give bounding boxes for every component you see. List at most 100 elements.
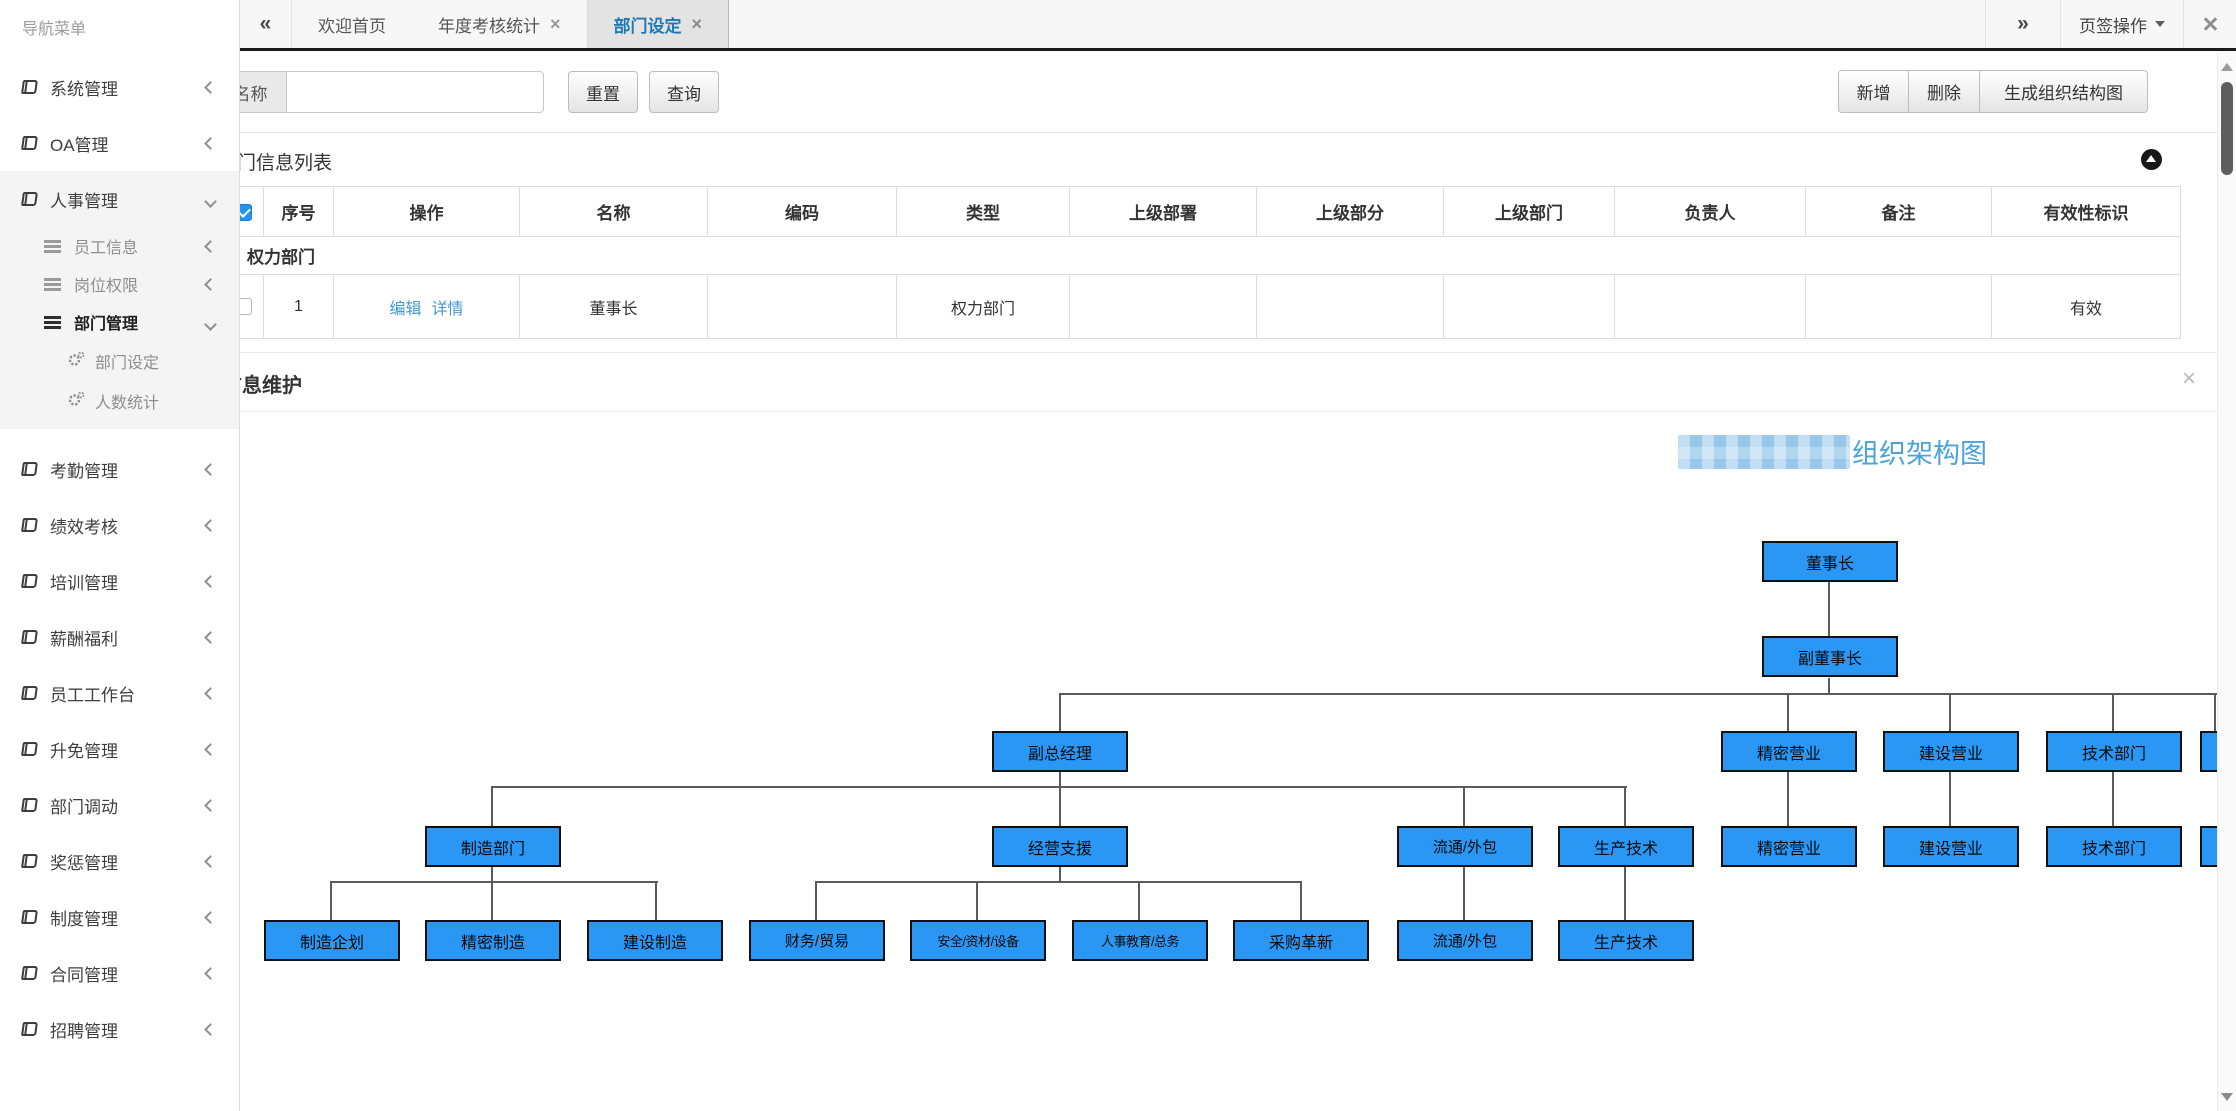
sidebar-item-label: 部门调动	[50, 797, 118, 817]
sidebar-item[interactable]: 考勤管理	[0, 441, 239, 497]
sidebar-item[interactable]: 人数统计	[0, 381, 239, 421]
org-node[interactable]: 生产技术	[1558, 920, 1694, 961]
org-connector-line	[491, 867, 493, 882]
menu-lines-icon	[44, 315, 61, 319]
sidebar-item-label: 招聘管理	[50, 1021, 118, 1041]
tab-item[interactable]: 年度考核统计×	[412, 0, 587, 48]
vertical-scrollbar[interactable]	[2217, 51, 2236, 1111]
sidebar-item-label: 培训管理	[50, 573, 118, 593]
sidebar-item-label: 人事管理	[50, 191, 118, 211]
org-node[interactable]: 技术部门	[2046, 826, 2182, 867]
tab-ops-dropdown[interactable]: 页签操作	[2061, 0, 2183, 48]
scroll-down-arrow-icon[interactable]	[2221, 1093, 2233, 1101]
org-node[interactable]: 精密制造	[425, 920, 561, 961]
sidebar-item[interactable]: 招聘管理	[0, 1001, 239, 1057]
sidebar-item[interactable]: 培训管理	[0, 553, 239, 609]
org-node[interactable]: 建设营业	[1883, 826, 2019, 867]
table-action-buttons: 新增 删除 生成组织结构图	[1838, 70, 2148, 113]
edit-link[interactable]: 编辑	[389, 300, 422, 318]
sidebar-item[interactable]: 制度管理	[0, 889, 239, 945]
org-node[interactable]: 副董事长	[1762, 636, 1898, 677]
sidebar-item[interactable]: 员工信息	[0, 227, 239, 265]
tabs-scroll-right-button[interactable]: »	[2017, 12, 2029, 35]
gears-icon	[68, 351, 85, 372]
chevron-left-icon	[204, 574, 217, 588]
sidebar-expanded-group: 人事管理员工信息岗位权限部门管理部门设定人数统计	[0, 171, 239, 429]
org-node[interactable]: 建设制造	[587, 920, 723, 961]
book-icon	[21, 742, 38, 756]
generate-org-chart-button[interactable]: 生成组织结构图	[1980, 70, 2148, 113]
tab-active[interactable]: 部门设定×	[586, 0, 730, 48]
tab-item[interactable]: 欢迎首页	[292, 0, 412, 48]
org-node[interactable]: 安全/资材/设备	[910, 920, 1046, 961]
cell-seq: 1	[263, 274, 334, 339]
sidebar-item-label: 制度管理	[50, 909, 118, 929]
org-node[interactable]: 技术部门	[2046, 731, 2182, 772]
gears-icon	[68, 391, 85, 412]
org-node[interactable]: 董事长	[1762, 541, 1898, 582]
chevron-left-icon	[204, 518, 217, 532]
org-connector-line	[815, 881, 817, 920]
sidebar-item[interactable]: 岗位权限	[0, 265, 239, 303]
org-node[interactable]: 流通/外包	[1397, 920, 1533, 961]
org-node[interactable]: 副总经理	[992, 731, 1128, 772]
sidebar-item-label: 部门设定	[95, 355, 160, 372]
delete-button[interactable]: 删除	[1909, 70, 1980, 113]
sidebar-item-label: 系统管理	[50, 79, 118, 99]
collapse-panel-button[interactable]	[2141, 149, 2162, 170]
org-node[interactable]: 采购革新	[1233, 920, 1369, 961]
book-icon	[21, 136, 38, 150]
book-icon	[21, 80, 38, 94]
name-input[interactable]	[286, 71, 544, 113]
sidebar-item[interactable]: 绩效考核	[0, 497, 239, 553]
table-row[interactable]: 1 编辑详情 董事长 权力部门 有效	[222, 274, 2181, 339]
sidebar-item[interactable]: 部门调动	[0, 777, 239, 833]
org-node[interactable]: 建设营业	[1883, 731, 2019, 772]
sidebar-item-label: 绩效考核	[50, 517, 118, 537]
scrollbar-thumb[interactable]	[2221, 82, 2233, 175]
sidebar-item[interactable]: 部门设定	[0, 341, 239, 381]
sidebar-item-label: 岗位权限	[74, 278, 139, 295]
close-icon[interactable]: ×	[2181, 365, 2196, 392]
sidebar-item[interactable]: OA管理	[0, 115, 239, 171]
chevron-left-icon	[204, 630, 217, 644]
tabs-scroll-left-button[interactable]: «	[240, 0, 292, 48]
sidebar-item[interactable]: 人事管理	[0, 171, 239, 227]
sidebar-item-label: 薪酬福利	[50, 629, 118, 649]
detail-link[interactable]: 详情	[431, 300, 464, 318]
org-connector-line	[1059, 771, 1061, 788]
sidebar-item[interactable]: 系统管理	[0, 59, 239, 115]
org-connector-line	[1059, 693, 2222, 695]
org-node[interactable]: 流通/外包	[1397, 826, 1533, 867]
org-node[interactable]: 生产技术	[1558, 826, 1694, 867]
fullscreen-toggle-button[interactable]	[2184, 0, 2236, 48]
reset-button[interactable]: 重置	[568, 71, 638, 113]
department-list-panel-header: 部门信息列表	[155, 133, 2236, 186]
sidebar-item[interactable]: 奖惩管理	[0, 833, 239, 889]
add-button[interactable]: 新增	[1838, 70, 1909, 113]
org-node[interactable]: 制造部门	[425, 826, 561, 867]
fullscreen-icon	[2202, 16, 2218, 32]
org-node[interactable]: 精密营业	[1721, 731, 1857, 772]
org-node[interactable]: 制造企划	[264, 920, 400, 961]
org-node[interactable]: 人事教育/总务	[1072, 920, 1208, 961]
org-node[interactable]: 财务/贸易	[749, 920, 885, 961]
sidebar-item[interactable]: 部门管理	[0, 303, 239, 341]
org-node[interactable]: 精密营业	[1721, 826, 1857, 867]
search-button[interactable]: 查询	[649, 71, 719, 113]
org-node[interactable]: 经营支援	[992, 826, 1128, 867]
column-header: 负责人	[1614, 186, 1806, 237]
separator	[2183, 0, 2184, 48]
book-icon	[21, 854, 38, 868]
sidebar-item[interactable]: 合同管理	[0, 945, 239, 1001]
tab-close-icon[interactable]: ×	[550, 14, 561, 34]
sidebar-item[interactable]: 升免管理	[0, 721, 239, 777]
tab-close-icon[interactable]: ×	[691, 14, 703, 34]
scroll-up-arrow-icon[interactable]	[2221, 63, 2233, 71]
sidebar-item[interactable]: 薪酬福利	[0, 609, 239, 665]
org-chart-title: 组织架构图	[1678, 432, 1987, 471]
org-connector-line	[1463, 786, 1465, 826]
sidebar-item[interactable]: 员工工作台	[0, 665, 239, 721]
